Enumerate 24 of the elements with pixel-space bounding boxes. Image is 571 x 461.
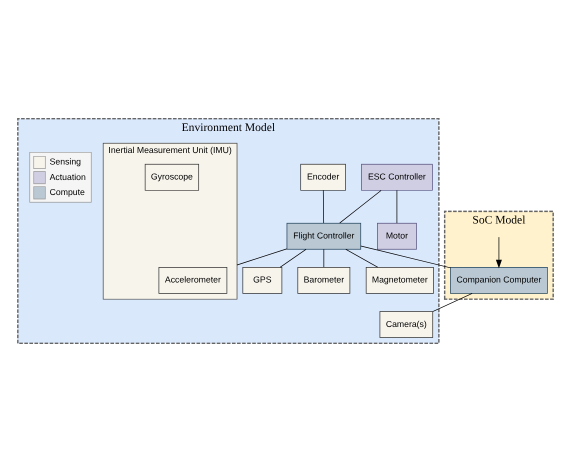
node-box: Gyroscope <box>144 163 200 190</box>
node-box: Magnetometer <box>366 266 434 294</box>
node-box: Motor <box>377 222 417 250</box>
legend-label: Compute <box>50 186 85 197</box>
connector <box>323 248 324 268</box>
connector <box>339 190 382 223</box>
arrow <box>496 236 502 268</box>
node-box: Barometer <box>297 266 350 294</box>
node-box: GPS <box>242 266 282 294</box>
node-box: ESC Controller <box>361 163 433 190</box>
legend-label: Actuation <box>50 171 86 182</box>
node-box: Accelerometer <box>158 266 228 294</box>
connector <box>322 190 324 223</box>
node-box: Camera(s) <box>380 310 434 338</box>
connector <box>280 248 306 268</box>
node-box: Encoder <box>300 163 346 190</box>
connector <box>396 190 398 223</box>
connector <box>236 248 288 265</box>
connector <box>345 248 378 268</box>
legend-label: Sensing <box>50 156 81 166</box>
node-box: Flight Controller <box>286 222 362 250</box>
connector <box>432 292 472 312</box>
connector <box>360 245 451 268</box>
node-box: Companion Computer <box>450 266 548 294</box>
